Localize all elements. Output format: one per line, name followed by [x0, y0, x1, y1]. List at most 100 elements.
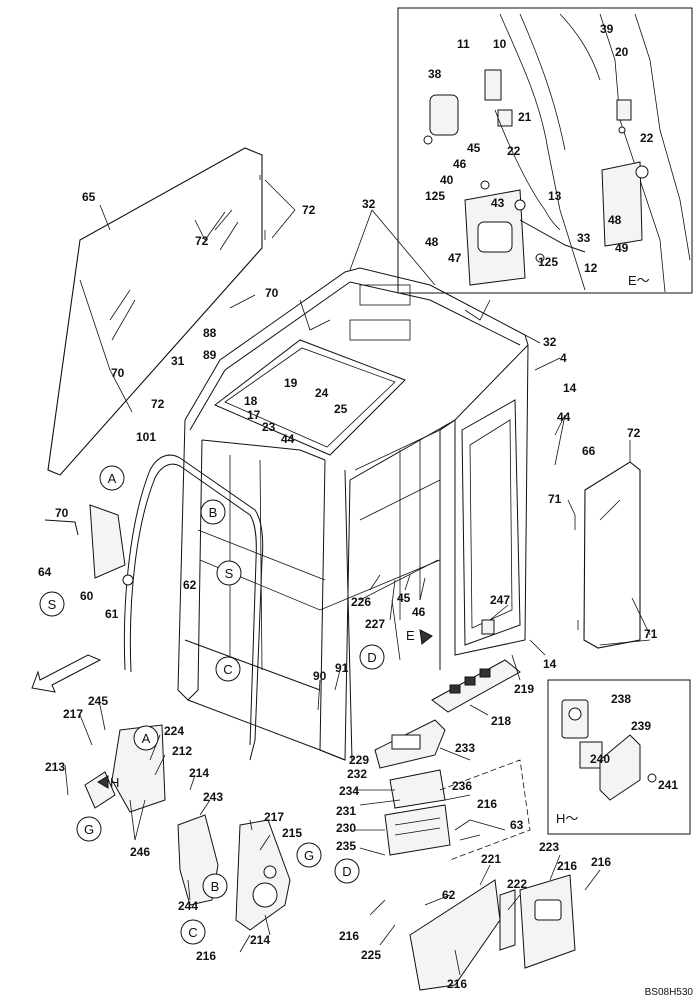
- part-label-18: 18: [244, 394, 258, 408]
- h-direction-arrow: H: [97, 775, 119, 790]
- part-label-90: 90: [313, 669, 327, 683]
- part-label-25: 25: [334, 402, 348, 416]
- part-label-40: 40: [440, 173, 454, 187]
- part-label-46: 46: [453, 157, 467, 171]
- part-label-33: 33: [577, 231, 591, 245]
- view-marker-b-top: B: [200, 499, 226, 525]
- svg-text:E: E: [406, 628, 415, 643]
- view-marker-d-bottom: D: [334, 858, 360, 884]
- svg-text:A: A: [108, 471, 117, 486]
- svg-text:S: S: [48, 597, 57, 612]
- part-label-66: 66: [582, 444, 596, 458]
- part-label-70: 70: [55, 506, 69, 520]
- part-label-230: 230: [336, 821, 356, 835]
- detail-e-title: E～: [628, 273, 650, 288]
- detail-h-frame: [547, 679, 691, 835]
- drawing-code: BS08H530: [645, 987, 694, 998]
- part-label-46: 46: [412, 605, 426, 619]
- part-label-62: 62: [442, 888, 456, 902]
- detail-e-frame: [397, 7, 693, 294]
- part-label-32: 32: [362, 197, 376, 211]
- part-label-245: 245: [88, 694, 108, 708]
- part-label-48: 48: [608, 213, 622, 227]
- part-label-72: 72: [302, 203, 316, 217]
- part-label-48: 48: [425, 235, 439, 249]
- part-label-216: 216: [339, 929, 359, 943]
- part-label-21: 21: [518, 110, 532, 124]
- view-marker-s-left: S: [39, 591, 65, 617]
- part-label-217: 217: [264, 810, 284, 824]
- part-label-72: 72: [627, 426, 641, 440]
- part-label-125: 125: [538, 255, 558, 269]
- part-label-39: 39: [600, 22, 614, 36]
- view-marker-a-top: A: [99, 465, 125, 491]
- svg-text:G: G: [84, 822, 94, 837]
- part-label-216: 216: [557, 859, 577, 873]
- part-label-219: 219: [514, 682, 534, 696]
- part-label-20: 20: [615, 45, 629, 59]
- part-callouts: 4101112131414171819202122222324253132323…: [38, 22, 678, 991]
- svg-text:D: D: [342, 864, 351, 879]
- view-marker-a-bottom: A: [133, 725, 159, 751]
- part-label-222: 222: [507, 877, 527, 891]
- part-label-65: 65: [82, 190, 96, 204]
- part-label-72: 72: [195, 234, 209, 248]
- part-label-224: 224: [164, 724, 184, 738]
- part-label-44: 44: [281, 432, 295, 446]
- part-label-243: 243: [203, 790, 223, 804]
- cab-frame-4: [177, 267, 529, 761]
- part-label-32: 32: [543, 335, 557, 349]
- part-label-212: 212: [172, 744, 192, 758]
- view-marker-d-top: D: [359, 644, 385, 670]
- part-label-89: 89: [203, 348, 217, 362]
- svg-text:B: B: [211, 879, 220, 894]
- side-cover-215: [235, 819, 291, 931]
- part-label-235: 235: [336, 839, 356, 853]
- part-label-229: 229: [349, 753, 369, 767]
- part-label-22: 22: [640, 131, 654, 145]
- part-label-214: 214: [250, 933, 270, 947]
- view-marker-g-left: G: [76, 816, 102, 842]
- part-label-62: 62: [183, 578, 197, 592]
- svg-text:B: B: [209, 505, 218, 520]
- part-label-221: 221: [481, 852, 501, 866]
- view-marker-g-right: G: [296, 842, 322, 868]
- front-direction-arrow: [31, 654, 102, 693]
- part-label-226: 226: [351, 595, 371, 609]
- part-label-215: 215: [282, 826, 302, 840]
- glass-66: [583, 461, 641, 649]
- part-label-216: 216: [196, 949, 216, 963]
- part-label-11: 11: [457, 37, 470, 51]
- part-label-244: 244: [178, 899, 198, 913]
- svg-text:C: C: [223, 662, 232, 677]
- part-label-240: 240: [590, 752, 610, 766]
- part-label-61: 61: [105, 607, 119, 621]
- part-label-238: 238: [611, 692, 631, 706]
- e-direction-arrow: E: [406, 628, 433, 645]
- part-label-4: 4: [560, 351, 567, 365]
- part-label-236: 236: [452, 779, 472, 793]
- weatherstrip-101: [123, 454, 264, 761]
- part-label-213: 213: [45, 760, 65, 774]
- part-label-125: 125: [425, 189, 445, 203]
- part-label-223: 223: [539, 840, 559, 854]
- view-marker-b-bottom: B: [202, 873, 228, 899]
- part-label-63: 63: [510, 818, 524, 832]
- svg-text:H: H: [110, 775, 119, 790]
- part-label-70: 70: [265, 286, 279, 300]
- view-marker-s-right: S: [216, 560, 242, 586]
- part-label-217: 217: [63, 707, 83, 721]
- part-label-60: 60: [80, 589, 94, 603]
- part-label-70: 70: [111, 366, 125, 380]
- part-label-38: 38: [428, 67, 442, 81]
- part-label-19: 19: [284, 376, 298, 390]
- part-label-45: 45: [467, 141, 481, 155]
- detail-h-title: H～: [556, 811, 578, 826]
- part-label-225: 225: [361, 948, 381, 962]
- part-label-88: 88: [203, 326, 217, 340]
- part-label-17: 17: [247, 408, 261, 422]
- part-label-14: 14: [563, 381, 577, 395]
- part-label-23: 23: [262, 420, 276, 434]
